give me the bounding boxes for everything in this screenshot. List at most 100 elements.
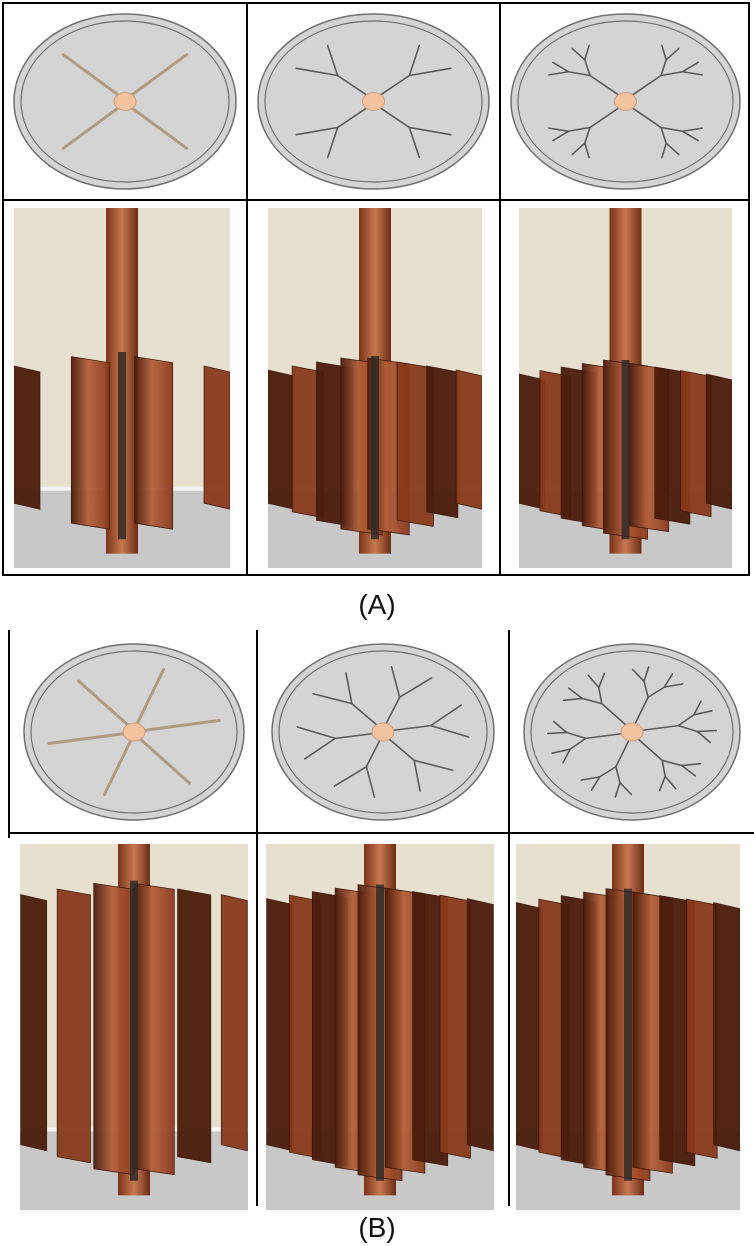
fin bbox=[601, 702, 628, 727]
fin-branch bbox=[296, 726, 337, 740]
panel-b-label: (B) bbox=[358, 1212, 396, 1243]
fin-branch bbox=[408, 44, 421, 77]
fin bbox=[77, 679, 131, 728]
fin-sub-branch bbox=[680, 764, 697, 777]
fin bbox=[334, 732, 376, 740]
fin bbox=[615, 738, 631, 768]
copper-fin bbox=[220, 894, 248, 1152]
fin bbox=[61, 105, 121, 150]
copper-fin bbox=[266, 898, 294, 1152]
central-tube bbox=[614, 92, 637, 111]
fin-sub-branch bbox=[663, 683, 684, 688]
fin-sub-branch bbox=[571, 47, 586, 61]
fin bbox=[633, 696, 649, 726]
copper-fin bbox=[466, 898, 494, 1152]
inner-wall bbox=[20, 20, 230, 183]
fin-sub-branch bbox=[548, 70, 570, 76]
solder-seam bbox=[624, 888, 632, 1181]
fin-sub-branch bbox=[665, 47, 680, 61]
fin-branch bbox=[333, 765, 368, 787]
fin-sub-branch bbox=[661, 44, 667, 61]
fin-sub-branch bbox=[552, 130, 570, 142]
fin-sub-branch bbox=[631, 668, 645, 683]
fin-branch bbox=[677, 724, 699, 733]
fin-branch bbox=[597, 686, 603, 705]
central-tube bbox=[371, 722, 395, 742]
copper-fin bbox=[203, 365, 230, 510]
photo-b2 bbox=[266, 844, 494, 1210]
design-a1 bbox=[13, 13, 237, 190]
copper-fin bbox=[93, 882, 135, 1176]
fin-sub-branch bbox=[546, 731, 568, 735]
photo-a1 bbox=[14, 208, 230, 568]
fin-sub-branch bbox=[681, 61, 699, 73]
panel-b-row-divider bbox=[8, 832, 754, 834]
fin-sub-branch bbox=[590, 776, 601, 792]
fin bbox=[336, 106, 369, 129]
fin-branch bbox=[647, 686, 666, 699]
copper-fin bbox=[56, 888, 91, 1164]
fin bbox=[129, 53, 189, 98]
fin bbox=[47, 731, 128, 746]
fin-sub-branch bbox=[597, 672, 606, 689]
panel-b: (B) bbox=[0, 626, 754, 1246]
copper-fin bbox=[14, 365, 41, 510]
copper-fin bbox=[396, 361, 434, 527]
fin-sub-branch bbox=[664, 775, 677, 790]
fin-branch bbox=[584, 126, 591, 145]
fin-sub-branch bbox=[584, 142, 590, 159]
fin bbox=[61, 53, 121, 98]
fin-sub-branch bbox=[665, 142, 680, 156]
fin bbox=[636, 737, 663, 762]
fin-sub-branch bbox=[692, 710, 713, 716]
fin-branch bbox=[661, 759, 667, 778]
design-a3 bbox=[510, 13, 741, 190]
copper-fin bbox=[177, 888, 212, 1164]
panel-b-divider-1 bbox=[256, 630, 258, 1206]
fin-sub-branch bbox=[680, 762, 702, 767]
fin-branch bbox=[661, 759, 683, 767]
fin bbox=[589, 106, 621, 129]
copper-fin bbox=[705, 373, 732, 510]
copper-fin bbox=[455, 369, 482, 510]
inner-wall bbox=[517, 20, 734, 183]
fin-branch bbox=[643, 680, 649, 699]
fin-branch bbox=[567, 126, 591, 133]
inner-wall bbox=[264, 20, 483, 183]
inner-wall bbox=[530, 650, 734, 814]
fin-sub-branch bbox=[681, 130, 699, 142]
design-b1 bbox=[23, 643, 245, 821]
fin-branch bbox=[429, 704, 463, 727]
fin-sub-branch bbox=[619, 781, 633, 796]
fin-branch bbox=[660, 70, 684, 77]
fin-sub-branch bbox=[663, 672, 674, 688]
photo-b3 bbox=[516, 844, 740, 1210]
fin-branch bbox=[581, 697, 603, 705]
fin-sub-branch bbox=[584, 44, 590, 61]
fin-branch bbox=[584, 58, 591, 77]
fin bbox=[135, 667, 166, 726]
fin-branch bbox=[303, 737, 337, 760]
central-tube bbox=[620, 722, 644, 742]
fin bbox=[365, 738, 382, 768]
fin-sub-branch bbox=[696, 730, 712, 744]
fin-branch bbox=[312, 692, 353, 705]
fin-branch bbox=[677, 714, 695, 727]
fin-branch bbox=[365, 765, 376, 799]
fin-branch bbox=[567, 70, 591, 77]
panel-a-grid bbox=[2, 2, 750, 576]
fin-branch bbox=[295, 126, 339, 136]
design-a2 bbox=[257, 13, 490, 190]
copper-fin bbox=[412, 891, 449, 1167]
fin-sub-branch bbox=[552, 61, 570, 73]
solder-seam bbox=[621, 360, 630, 540]
panel-a-label: (A) bbox=[358, 589, 396, 620]
fin-branch bbox=[615, 765, 621, 784]
fin bbox=[630, 74, 662, 97]
fin bbox=[630, 106, 662, 129]
fin bbox=[336, 74, 369, 97]
inner-wall bbox=[278, 650, 488, 814]
central-tube bbox=[122, 722, 146, 742]
fin-sub-branch bbox=[580, 776, 601, 781]
copper-fin bbox=[134, 356, 174, 530]
